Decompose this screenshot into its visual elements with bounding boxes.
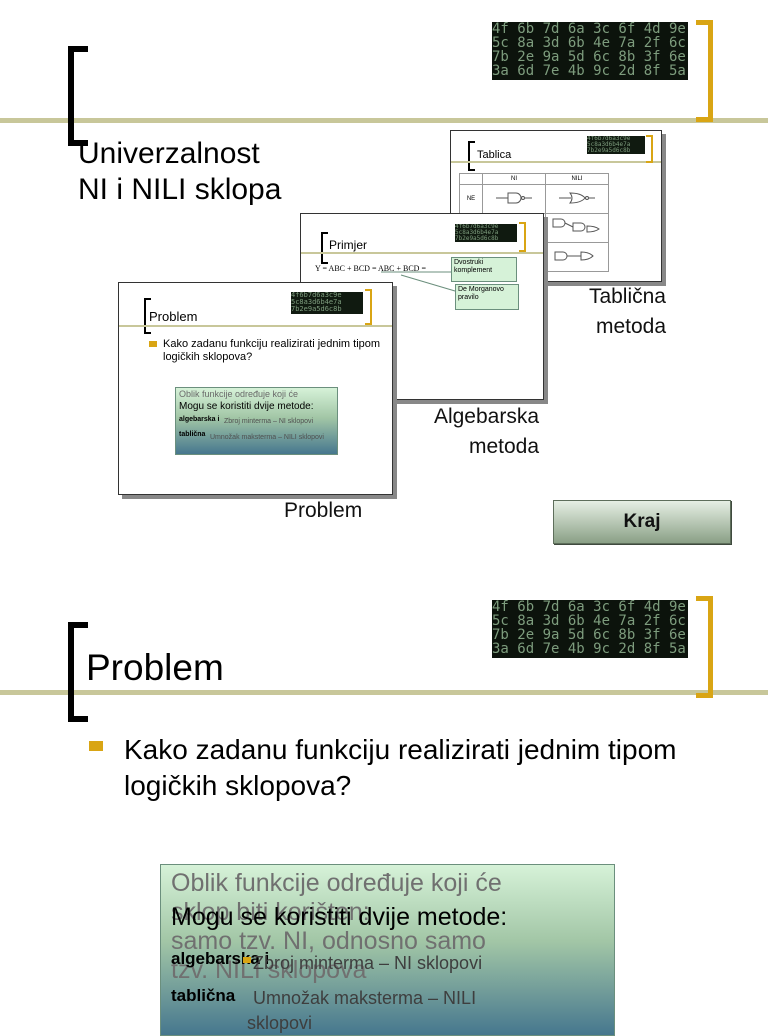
bracket-right xyxy=(519,222,526,252)
nand-gate-icon xyxy=(482,184,546,214)
box-item-label: algebarska i xyxy=(179,416,220,423)
table-header: NILI xyxy=(545,173,609,185)
bracket-left xyxy=(468,141,475,171)
bullet-icon xyxy=(89,741,103,751)
bracket-right xyxy=(646,135,653,163)
header-band xyxy=(0,118,768,123)
box-line: Mogu se koristiti dvije metode: xyxy=(171,903,508,931)
box-ghost-line: Oblik funkcije određuje koji će xyxy=(179,389,299,399)
matrix-decoration: 4f6b7d6a3c9e 5c8a3d6b4e7a 7b2e9a5d6c8b xyxy=(455,224,517,242)
box-ghost-line: samo tzv. NI, odnosno samo xyxy=(171,927,486,955)
method-box: Oblik funkcije određuje koji će Mogu se … xyxy=(175,387,338,455)
bullet-icon xyxy=(243,957,251,963)
bullet-text: Kako zadanu funkciju realizirati jednim … xyxy=(163,338,381,363)
table-row-label: NE xyxy=(459,184,483,214)
thumbnail-title: Problem xyxy=(149,309,198,324)
callout-de-morgan: De Morganovo pravilo xyxy=(455,284,519,310)
box-item-label: tablična xyxy=(171,986,236,1005)
box-item-label: algebarska i xyxy=(171,949,270,968)
method-box: Oblik funkcije određuje koji će sklop bi… xyxy=(160,864,615,1036)
bracket-left xyxy=(321,232,328,264)
thumbnail-title: Tablica xyxy=(477,149,512,161)
nor-gate-icon xyxy=(545,184,609,214)
title-line-1: Univerzalnost xyxy=(78,137,260,170)
nand-gate-icon xyxy=(545,242,609,272)
box-item-text: Zbroj minterma – NI sklopovi xyxy=(253,953,483,973)
slide-title: Problem xyxy=(86,647,224,688)
header-band xyxy=(451,161,661,163)
bracket-left xyxy=(68,622,88,722)
callout-dvostruki: Dvostruki komplement xyxy=(451,257,517,282)
thumbnail-title: Primjer xyxy=(329,238,367,252)
caption-problem: Problem xyxy=(284,499,363,522)
bracket-right xyxy=(696,596,713,698)
box-ghost-line: tzv. NILI sklopova xyxy=(171,956,367,984)
box-ghost-line: sklop biti korišten: xyxy=(171,898,370,926)
nor-gate-icon xyxy=(545,213,609,243)
callout-connectors xyxy=(381,271,456,292)
box-line: Mogu se koristiti dvije metode: xyxy=(179,401,314,412)
header-band xyxy=(0,690,768,695)
header-band xyxy=(301,252,543,254)
bracket-left xyxy=(144,298,151,334)
thumbnail-problem[interactable]: Problem 4f6b7d6a3c9e 5c8a3d6b4e7a 7b2e9a… xyxy=(118,282,393,495)
kraj-button[interactable]: Kraj xyxy=(553,500,731,544)
bracket-right xyxy=(365,289,372,325)
matrix-decoration: 4f6b7d6a3c9e 5c8a3d6b4e7a 7b2e9a5d6c8b xyxy=(587,136,645,154)
caption-tablicna: Tablična metoda xyxy=(588,285,666,338)
table-header: NI xyxy=(482,173,546,185)
title-line-2: NI i NILI sklopa xyxy=(78,173,282,206)
bracket-right xyxy=(696,20,713,122)
formula: Y = ABC + BCD = ABC + BCD = xyxy=(315,264,426,273)
slide-title: Univerzalnost NI i NILI sklopa xyxy=(78,136,281,208)
matrix-decoration: 4f6b7d6a3c9e 5c8a3d6b4e7a 7b2e9a5d6c8b xyxy=(291,292,363,314)
bracket-left xyxy=(68,46,88,146)
caption-algebarska: Algebarska metoda xyxy=(433,405,539,458)
box-item-label: tablična xyxy=(179,431,206,438)
bullet-icon xyxy=(149,341,157,347)
header-band xyxy=(119,325,392,327)
box-item-text: Umnožak maksterma – NILI sklopovi xyxy=(210,434,324,441)
box-item-text: Zbroj minterma – NI sklopovi xyxy=(224,418,314,425)
bullet-text: Kako zadanu funkciju realizirati jednim … xyxy=(124,734,677,801)
box-ghost-line: Oblik funkcije određuje koji će xyxy=(171,869,502,897)
box-ghost-text: Oblik funkcije određuje koji će sklop bi… xyxy=(171,869,502,985)
box-item-text: Umnožak maksterma – NILI xyxy=(253,988,477,1008)
